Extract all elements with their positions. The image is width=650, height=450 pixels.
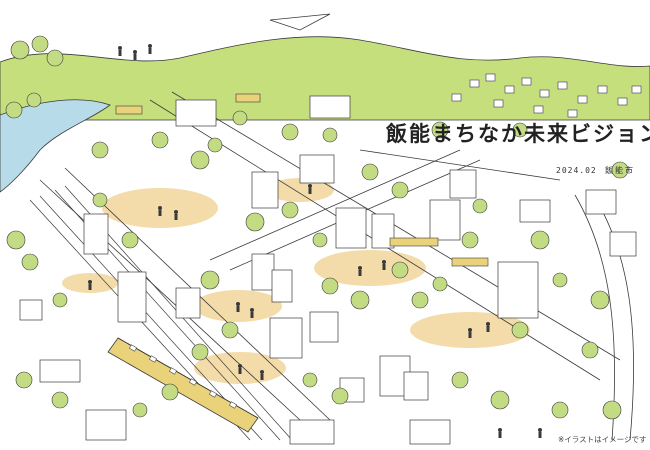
issue-date: 2024.02 xyxy=(556,166,597,175)
mountain-ridge xyxy=(0,36,650,121)
image-disclaimer: ※イラストはイメージです xyxy=(558,435,647,444)
page-title: 飯能まちなか未来ビジョン xyxy=(386,122,650,146)
issuer-name: 飯能市 xyxy=(605,166,635,175)
river xyxy=(0,99,111,193)
hillside-houses xyxy=(451,73,642,118)
mountain-far xyxy=(269,13,331,31)
buildings xyxy=(19,95,637,445)
train-windows xyxy=(129,344,237,409)
people xyxy=(88,44,542,438)
market-stalls xyxy=(115,93,489,267)
trees xyxy=(5,35,629,420)
